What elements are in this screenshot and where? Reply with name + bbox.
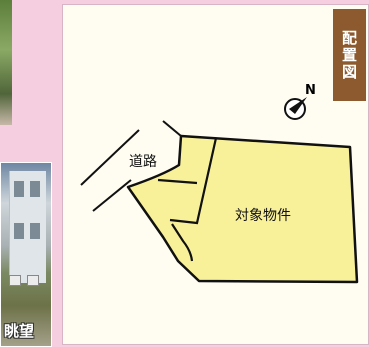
layout-map: 配置図 道路 対象物件 N — [62, 4, 369, 345]
window — [14, 223, 24, 239]
window — [14, 181, 24, 197]
property-label: 対象物件 — [235, 208, 291, 224]
map-title: 配置図 — [340, 29, 358, 81]
photo-caption: 眺望 — [4, 322, 35, 340]
road-line — [80, 129, 140, 186]
road-line — [92, 179, 132, 212]
ac-unit — [27, 275, 39, 286]
lot-line — [157, 178, 198, 185]
building-photo — [0, 162, 52, 347]
window — [30, 181, 40, 197]
building-image — [9, 171, 46, 283]
lot-line — [171, 223, 194, 262]
ac-unit — [9, 275, 21, 286]
lot-line — [169, 137, 218, 225]
window — [30, 223, 40, 239]
garden-photo — [0, 0, 12, 125]
road-label: 道路 — [129, 154, 157, 170]
road-edge — [162, 120, 182, 137]
photo-strip: 眺望 — [0, 0, 57, 347]
north-arrow-icon — [284, 97, 307, 120]
map-title-tag: 配置図 — [333, 9, 366, 101]
map-drawing — [80, 97, 359, 284]
north-label: N — [305, 83, 316, 98]
